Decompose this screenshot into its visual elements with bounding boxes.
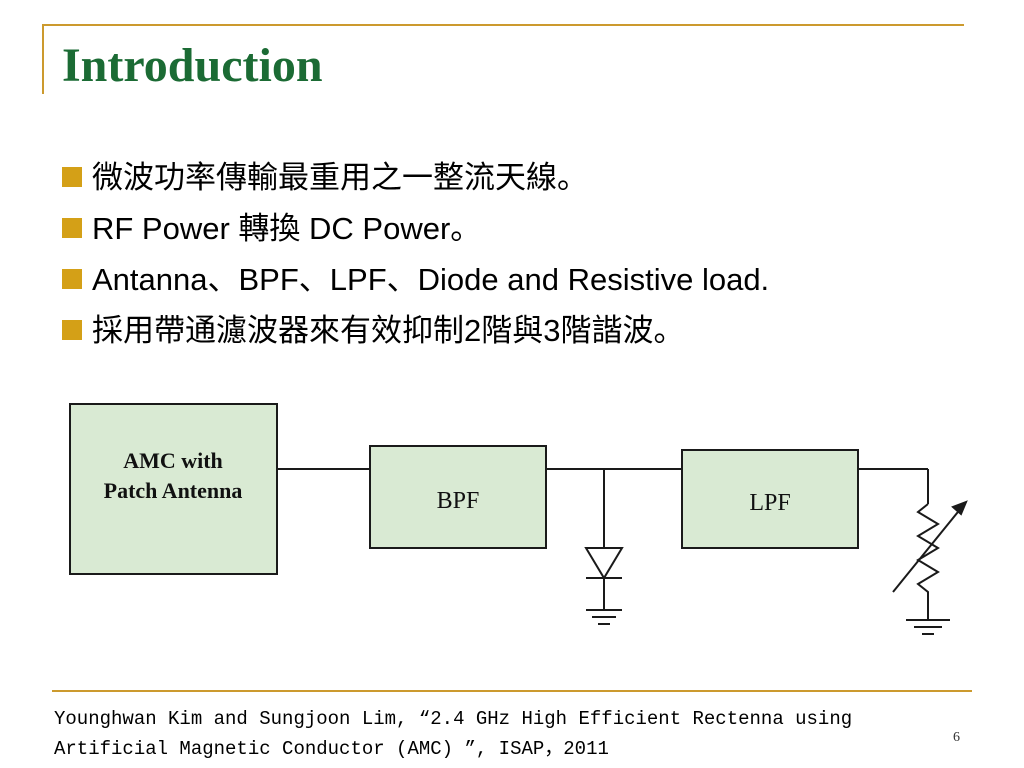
square-bullet-icon	[62, 167, 82, 187]
square-bullet-icon	[62, 320, 82, 340]
bullet-text: Antanna、BPF、LPF、Diode and Resistive load…	[92, 262, 770, 297]
lpf-block: LPF	[681, 449, 859, 549]
footer-rule	[52, 690, 972, 692]
citation-line: Artificial Magnetic Conductor (AMC) ”, I…	[54, 738, 609, 760]
bpf-block: BPF	[369, 445, 547, 549]
title-frame-left-rule	[42, 24, 44, 94]
lpf-label: LPF	[749, 490, 790, 516]
bullet-item: RF Power 轉換 DC Power。	[62, 203, 769, 254]
bullet-item: Antanna、BPF、LPF、Diode and Resistive load…	[62, 254, 769, 305]
variable-resistor-icon	[892, 500, 968, 600]
bullet-text: RF Power 轉換 DC Power。	[92, 211, 482, 246]
bullet-item: 微波功率傳輸最重用之一整流天線。	[62, 152, 769, 203]
citation: Younghwan Kim and Sungjoon Lim, “2.4 GHz…	[54, 704, 852, 764]
ground-icon	[586, 609, 622, 625]
square-bullet-icon	[62, 269, 82, 289]
bullet-item: 採用帶通濾波器來有效抑制2階與3階諧波。	[62, 305, 769, 356]
slide-title: Introduction	[62, 39, 323, 92]
square-bullet-icon	[62, 218, 82, 238]
page-number: 6	[953, 730, 960, 745]
bullet-list: 微波功率傳輸最重用之一整流天線。 RF Power 轉換 DC Power。 A…	[62, 152, 769, 356]
antenna-label-line1: AMC with	[123, 448, 223, 473]
bpf-label: BPF	[437, 488, 480, 514]
ground-icon	[906, 619, 950, 635]
antenna-block: AMC with Patch Antenna	[69, 403, 278, 575]
diode-icon	[584, 547, 624, 580]
circuit-wires	[277, 468, 929, 620]
bullet-text: 採用帶通濾波器來有效抑制2階與3階諧波。	[92, 313, 685, 348]
title-frame-top-rule	[42, 24, 964, 26]
bullet-text: 微波功率傳輸最重用之一整流天線。	[92, 160, 588, 195]
citation-line: Younghwan Kim and Sungjoon Lim, “2.4 GHz…	[54, 708, 853, 730]
antenna-label-line2: Patch Antenna	[104, 478, 243, 503]
